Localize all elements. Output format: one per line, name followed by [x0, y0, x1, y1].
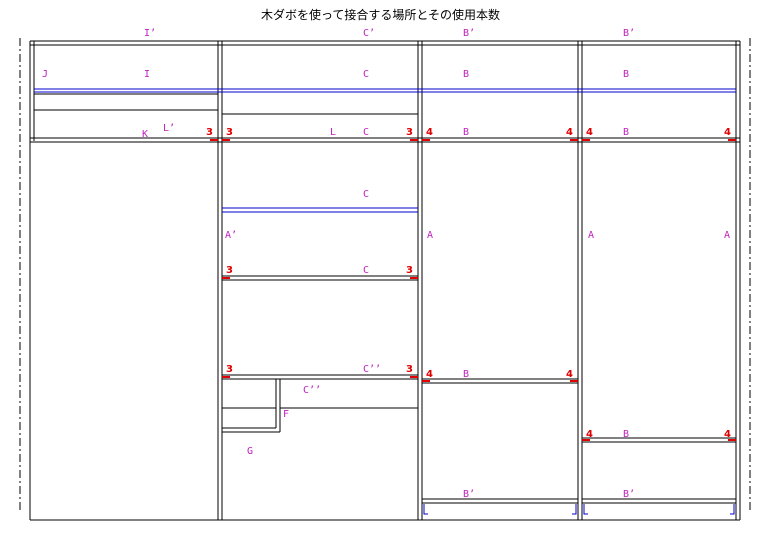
label-row2-c: C — [363, 69, 369, 80]
dowel-count-7: 4 — [724, 127, 731, 138]
dowel-count-5: 4 — [566, 127, 573, 138]
dashed-guides — [19, 38, 751, 510]
label-a-2: A — [588, 230, 594, 241]
dowel-count-11: 3 — [406, 364, 413, 375]
label-j: J — [42, 69, 48, 80]
label-a-1: A — [427, 230, 433, 241]
label-row3-c: C — [363, 127, 369, 138]
label-row2-b-1: B — [463, 69, 469, 80]
dowel-count-3: 3 — [406, 127, 413, 138]
dowel-count-10: 3 — [226, 364, 233, 375]
label-a-prime: A’ — [225, 230, 237, 241]
label-i: I — [144, 69, 150, 80]
label-row3-b-2: B — [623, 127, 629, 138]
label-c-double-prime-1: C’’ — [363, 364, 381, 375]
dowel-count-12: 4 — [426, 369, 433, 380]
label-l: L — [330, 127, 336, 138]
label-mid-c: C — [363, 189, 369, 200]
foot-4 — [730, 504, 735, 515]
foot-1 — [423, 504, 428, 515]
label-lower-c: C — [363, 265, 369, 276]
plinth-feet — [423, 504, 735, 515]
label-top-b-prime-2: B’ — [623, 28, 635, 39]
dowel-markers — [210, 139, 736, 441]
diagram-title: 木ダボを使って接合する場所とその使用本数 — [260, 8, 501, 22]
cabinet-panels — [29, 40, 741, 521]
dowel-count-1: 3 — [206, 127, 213, 138]
label-a-3: A — [724, 230, 730, 241]
dowel-count-8: 3 — [226, 265, 233, 276]
label-top-c-prime: C’ — [363, 28, 375, 39]
foot-3 — [583, 504, 588, 515]
dowel-count-14: 4 — [586, 429, 593, 440]
dowel-counts: 3 3 3 4 4 4 4 3 3 3 3 4 4 4 4 — [206, 127, 731, 440]
label-bottom-b-prime-1: B’ — [463, 489, 475, 500]
blue-shelf-lines — [34, 88, 736, 213]
dowel-count-6: 4 — [586, 127, 593, 138]
label-lower-b: B — [463, 369, 469, 380]
label-right-low-b: B — [623, 429, 629, 440]
foot-2 — [572, 504, 577, 515]
label-row2-b-2: B — [623, 69, 629, 80]
label-bottom-b-prime-2: B’ — [623, 489, 635, 500]
label-k: K — [142, 129, 148, 140]
label-c-double-prime-2: C’’ — [303, 385, 321, 396]
label-top-b-prime-1: B’ — [463, 28, 475, 39]
label-f: F — [283, 409, 289, 420]
label-g: G — [247, 446, 253, 457]
dowel-count-15: 4 — [724, 429, 731, 440]
dowel-count-9: 3 — [406, 265, 413, 276]
label-row3-b-1: B — [463, 127, 469, 138]
dowel-count-2: 3 — [226, 127, 233, 138]
part-labels: I’ C’ B’ B’ J I C B B K L’ L C B B C A’ … — [42, 28, 730, 500]
dowel-count-4: 4 — [426, 127, 433, 138]
dowel-count-13: 4 — [566, 369, 573, 380]
label-top-i-prime: I’ — [144, 28, 156, 39]
label-l-prime: L’ — [163, 123, 175, 134]
